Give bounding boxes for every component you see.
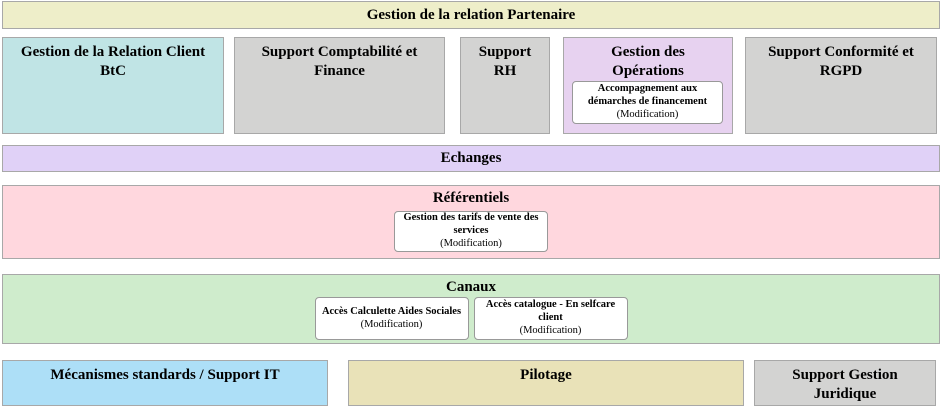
domain-block-label: Support Comptabilité et Finance (261, 44, 418, 79)
bottom-block-support-gestion-juridique: Support Gestion Juridique (754, 360, 936, 406)
domain-block-gestion-relation-client-btc: Gestion de la Relation Client BtC (2, 37, 224, 134)
feature-card-title: Accompagnement aux démarches de financem… (587, 83, 708, 108)
feature-card-acces-catalogue-selfcare: Accès catalogue - En selfcare client (Mo… (473, 297, 628, 340)
feature-card-note: (Modification) (360, 318, 423, 330)
feature-card-note: (Modification) (616, 108, 679, 120)
band-gestion-relation-partenaire-label: Gestion de la relation Partenaire (366, 6, 576, 23)
bottom-block-label: Mécanismes standards / Support IT (50, 367, 280, 383)
domain-block-label: Support RH (478, 44, 532, 79)
bottom-block-pilotage: Pilotage (348, 360, 744, 406)
bottom-block-label: Support Gestion Juridique (792, 367, 898, 402)
band-referentiels: Référentiels Gestion des tarifs de vente… (2, 185, 940, 259)
bottom-block-mecanismes-standards-support-it: Mécanismes standards / Support IT (2, 360, 328, 406)
domain-block-gestion-des-operations: Gestion des Opérations Accompagnement au… (563, 37, 733, 134)
feature-card-note: (Modification) (440, 237, 502, 249)
feature-card-title: Accès catalogue - En selfcare client (485, 299, 616, 324)
band-referentiels-label: Référentiels (432, 190, 510, 206)
domain-block-label: Support Conformité et RGPD (768, 44, 914, 79)
feature-card-gestion-tarifs-vente: Gestion des tarifs de vente des services… (394, 211, 548, 252)
feature-card-acces-calculette-aides-sociales: Accès Calculette Aides Sociales (Modific… (314, 297, 469, 340)
band-echanges: Echanges (2, 145, 940, 172)
domain-block-label: Gestion de la Relation Client BtC (20, 44, 206, 79)
domain-block-support-rh: Support RH (460, 37, 550, 134)
canaux-feature-cards: Accès Calculette Aides Sociales (Modific… (3, 297, 939, 340)
band-canaux-label: Canaux (445, 279, 497, 295)
feature-card-title: Accès Calculette Aides Sociales (321, 305, 462, 317)
domain-block-support-comptabilite-finance: Support Comptabilité et Finance (234, 37, 445, 134)
feature-card-accompagnement-financement: Accompagnement aux démarches de financem… (572, 81, 723, 124)
band-canaux: Canaux Accès Calculette Aides Sociales (… (2, 274, 940, 344)
domain-block-support-conformite-rgpd: Support Conformité et RGPD (745, 37, 937, 134)
band-gestion-relation-partenaire: Gestion de la relation Partenaire (2, 1, 940, 29)
feature-card-note: (Modification) (519, 324, 582, 336)
bottom-block-label: Pilotage (520, 367, 572, 383)
feature-card-title: Gestion des tarifs de vente des services (403, 212, 539, 237)
domain-block-label: Gestion des Opérations (611, 44, 685, 79)
band-echanges-label: Echanges (440, 150, 502, 167)
